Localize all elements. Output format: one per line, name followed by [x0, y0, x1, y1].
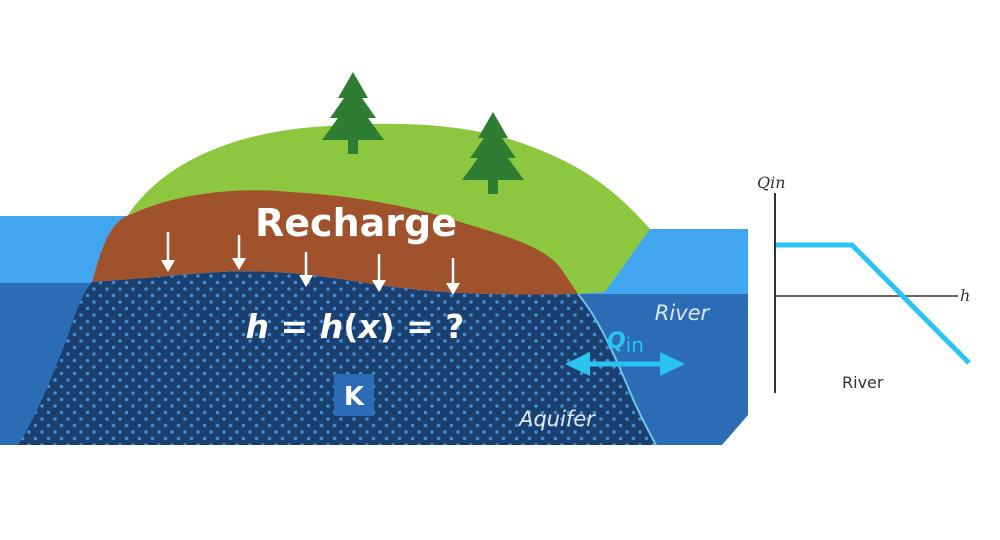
aquifer-river-boundary [577, 293, 657, 446]
aquifer-label: Aquifer [517, 407, 596, 431]
recharge-arrow-icon [446, 258, 460, 295]
recharge-arrow-icon [161, 232, 175, 272]
recharge-arrow-icon [299, 252, 313, 287]
recharge-arrow-icon [232, 235, 246, 270]
head-equals: = [269, 307, 320, 346]
soil-layer [92, 190, 578, 295]
head-tail: ) = ? [380, 307, 465, 346]
head-paren: ( [343, 307, 358, 346]
graph-line [776, 242, 971, 365]
head-symbol: h [246, 307, 270, 346]
tree-icon [462, 112, 524, 194]
head-x: x [356, 307, 381, 346]
flux-label: Qin [607, 329, 644, 357]
conductivity-box [334, 374, 374, 416]
graph-caption: River [842, 373, 884, 392]
conductivity-label: K [344, 382, 365, 412]
flux-q: Q [607, 329, 626, 354]
graph-x-label: h [960, 286, 970, 305]
head-equation: h = h(x) = ? [246, 307, 465, 346]
tree-icon [322, 72, 384, 154]
recharge-arrow-icon [372, 254, 386, 292]
recharge-label: Recharge [255, 201, 457, 245]
flux-arrow-icon [565, 352, 685, 376]
graph-y-label: Qin [757, 173, 786, 192]
river-label: River [655, 301, 711, 325]
aquifer-pattern [18, 271, 656, 445]
boundary-graph: Qin h River [757, 173, 971, 393]
head-function: h [320, 307, 344, 346]
flux-sub: in [626, 333, 644, 357]
